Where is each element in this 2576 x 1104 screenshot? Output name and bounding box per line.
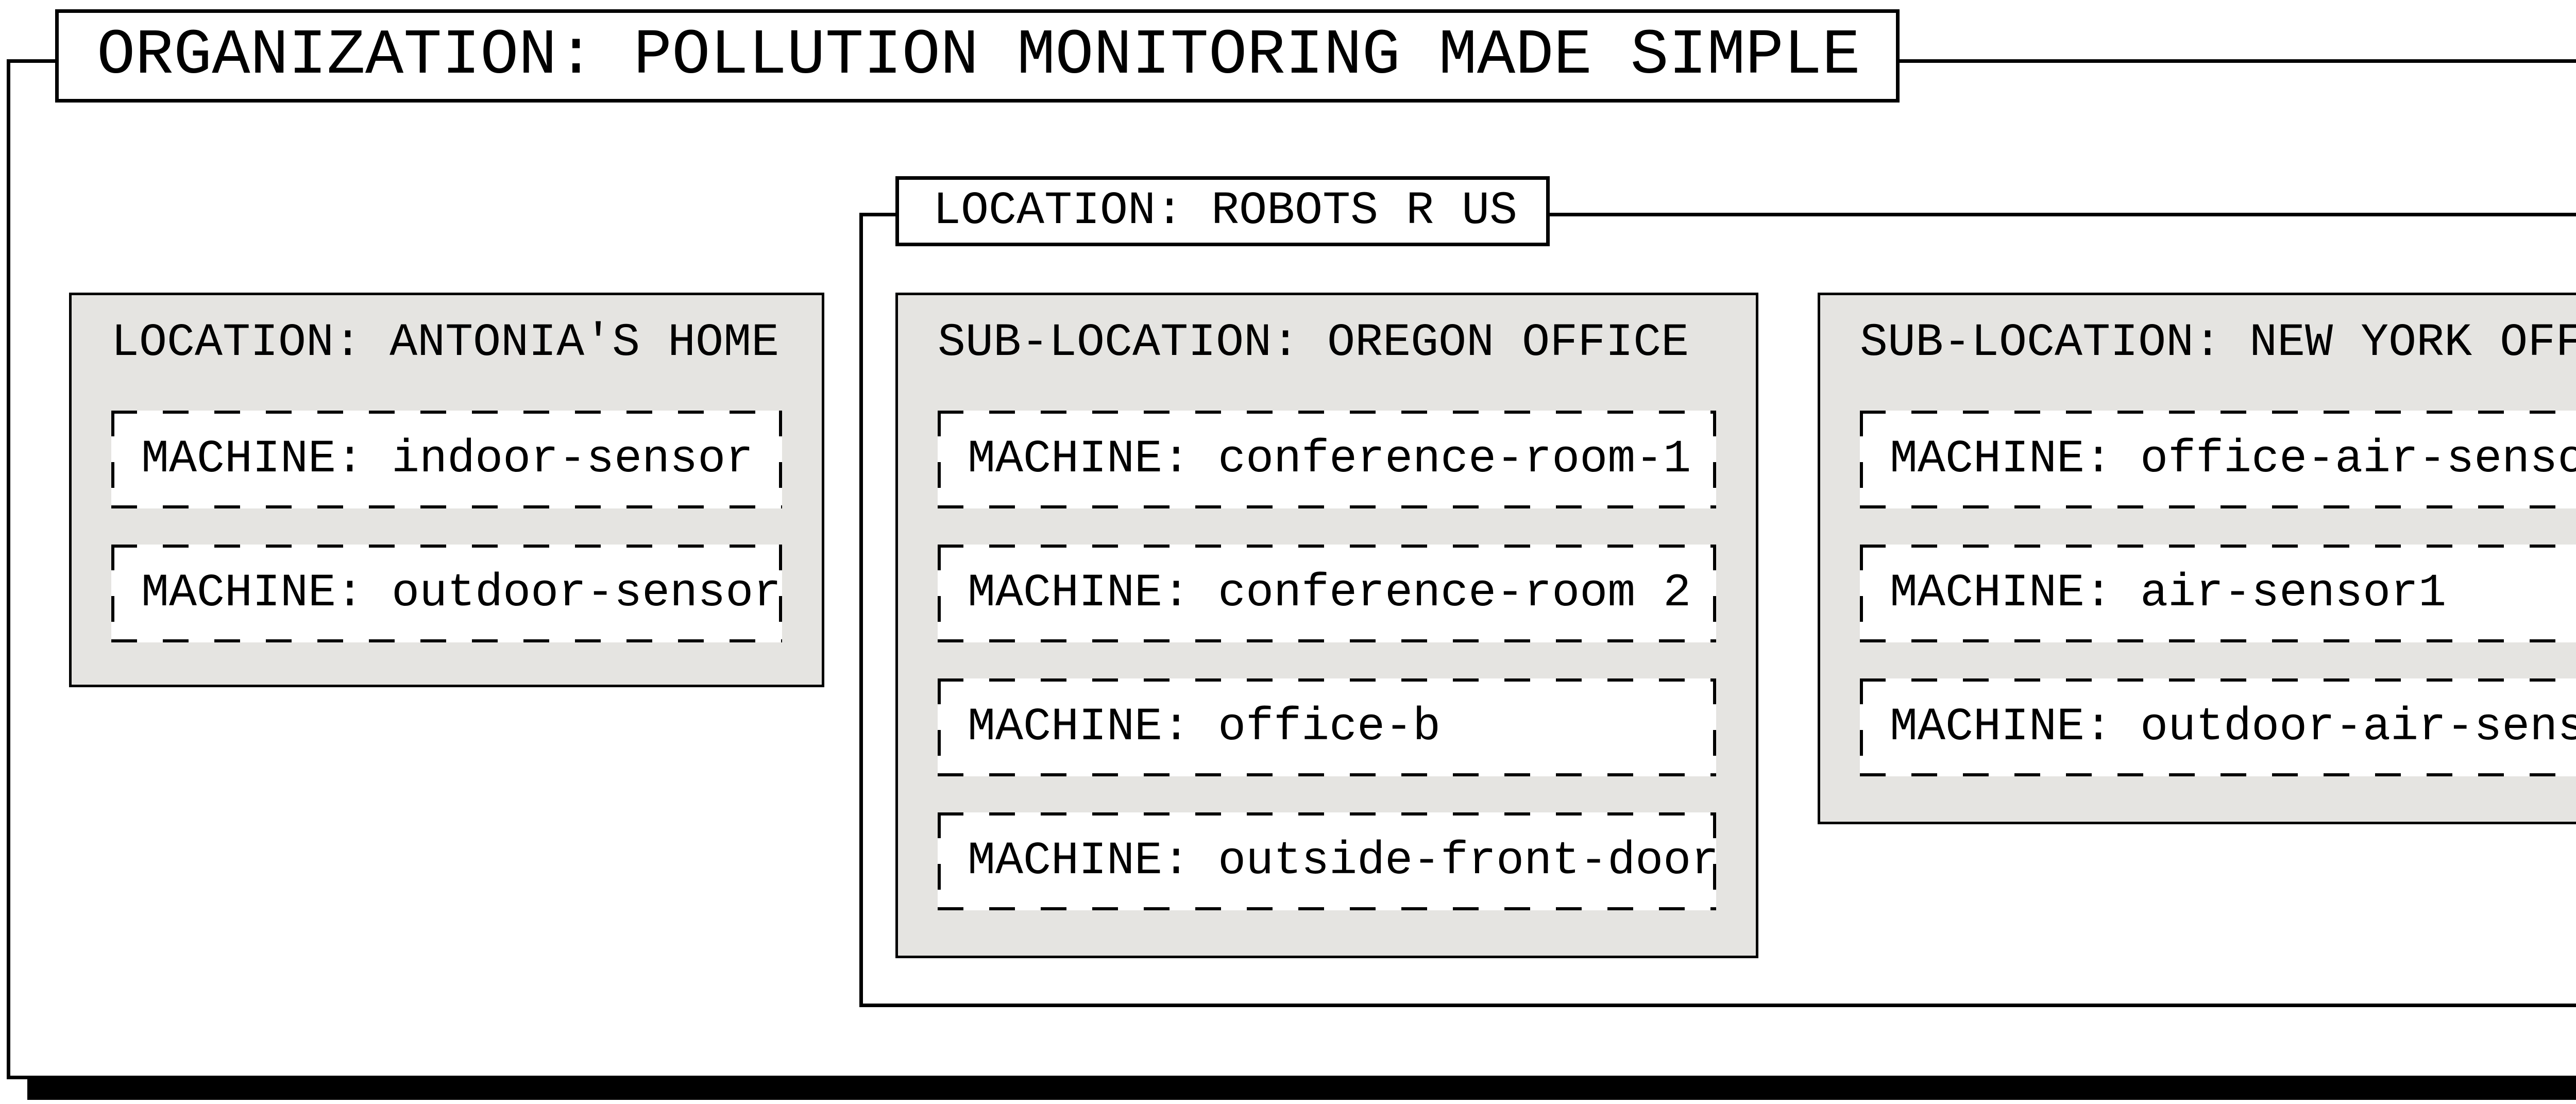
sublocation-newyork-machine-list: MACHINE: office-air-sensor MACHINE: air-…: [1860, 411, 2576, 776]
machine-label: MACHINE: conference-room 2: [968, 567, 1691, 620]
machine-outdoor-sensor: MACHINE: outdoor-sensor: [111, 545, 782, 642]
machine-prefix: MACHINE:: [141, 567, 364, 620]
sublocation-newyork-box: SUB-LOCATION: NEW YORK OFFICE MACHINE: o…: [1818, 293, 2576, 824]
machine-indoor-sensor: MACHINE: indoor-sensor: [111, 411, 782, 508]
machine-name: office-air-sensor: [2140, 433, 2576, 486]
machine-name: air-sensor1: [2140, 567, 2447, 620]
machine-prefix: MACHINE:: [1890, 701, 2113, 754]
machine-name: outside-front-door: [1218, 835, 1719, 888]
machine-name: outdoor-air-sensor: [2140, 701, 2576, 754]
machine-name: outdoor-sensor: [392, 567, 782, 620]
machine-label: MACHINE: office-b: [968, 701, 1440, 754]
machine-name: office-b: [1218, 701, 1441, 754]
machine-prefix: MACHINE:: [1890, 433, 2113, 486]
organization-title-box: ORGANIZATION: POLLUTION MONITORING MADE …: [55, 9, 1900, 103]
machine-conference-room-1: MACHINE: conference-room-1: [938, 411, 1716, 508]
machine-label: MACHINE: air-sensor1: [1890, 567, 2446, 620]
machine-name: conference-room-1: [1218, 433, 1691, 486]
machine-label: MACHINE: outside-front-door: [968, 835, 1719, 888]
machine-prefix: MACHINE:: [141, 433, 364, 486]
sublocation-oregon-box: SUB-LOCATION: OREGON OFFICE MACHINE: con…: [895, 293, 1758, 958]
location-robots-label-box: LOCATION: ROBOTS R US: [895, 176, 1550, 246]
machine-prefix: MACHINE:: [968, 835, 1191, 888]
machine-name: conference-room 2: [1218, 567, 1691, 620]
machine-prefix: MACHINE:: [968, 701, 1191, 754]
machine-conference-room-2: MACHINE: conference-room 2: [938, 545, 1716, 642]
location-antonia-box: LOCATION: ANTONIA'S HOME MACHINE: indoor…: [69, 293, 824, 687]
location-robots-label: LOCATION: ROBOTS R US: [933, 185, 1518, 237]
sublocation-oregon-header: SUB-LOCATION: OREGON OFFICE: [938, 317, 1689, 369]
sublocation-oregon-machine-list: MACHINE: conference-room-1 MACHINE: conf…: [938, 411, 1719, 910]
machine-label: MACHINE: conference-room-1: [968, 433, 1691, 486]
machine-office-air-sensor: MACHINE: office-air-sensor: [1860, 411, 2576, 508]
organization-title: ORGANIZATION: POLLUTION MONITORING MADE …: [97, 20, 1860, 92]
machine-outdoor-air-sensor: MACHINE: outdoor-air-sensor: [1860, 678, 2576, 776]
machine-name: indoor-sensor: [392, 433, 754, 486]
location-antonia-machine-list: MACHINE: indoor-sensor MACHINE: outdoor-…: [111, 411, 782, 642]
machine-prefix: MACHINE:: [968, 433, 1191, 486]
machine-office-b: MACHINE: office-b: [938, 678, 1716, 776]
machine-air-sensor1: MACHINE: air-sensor1: [1860, 545, 2576, 642]
machine-prefix: MACHINE:: [968, 567, 1191, 620]
machine-label: MACHINE: outdoor-air-sensor: [1890, 701, 2576, 754]
machine-outside-front-door: MACHINE: outside-front-door: [938, 812, 1719, 910]
machine-prefix: MACHINE:: [1890, 567, 2113, 620]
machine-label: MACHINE: indoor-sensor: [141, 433, 753, 486]
machine-label: MACHINE: office-air-sensor: [1890, 433, 2576, 486]
machine-label: MACHINE: outdoor-sensor: [141, 567, 781, 620]
location-antonia-header: LOCATION: ANTONIA'S HOME: [111, 317, 779, 369]
sublocation-newyork-header: SUB-LOCATION: NEW YORK OFFICE: [1860, 317, 2576, 369]
